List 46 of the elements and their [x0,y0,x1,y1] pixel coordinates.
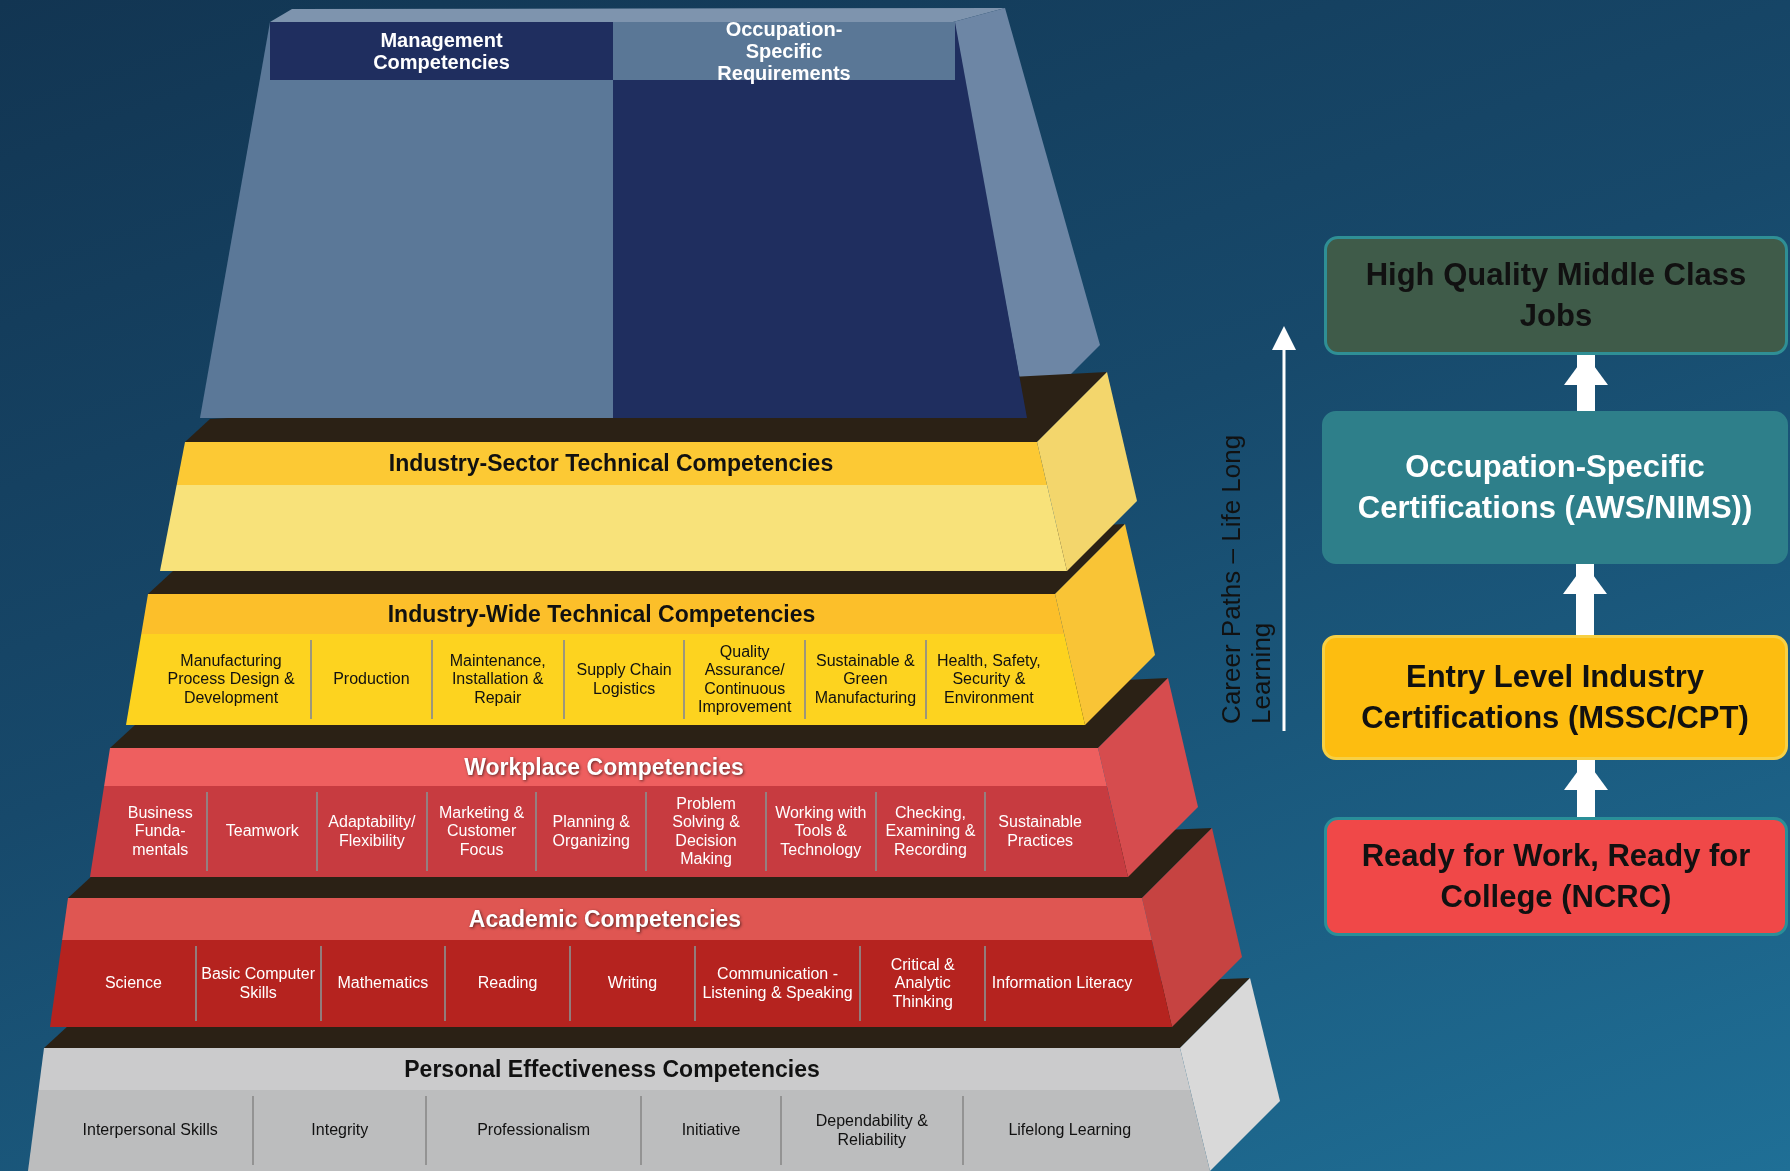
certification-box: Ready for Work, Ready for College (NCRC) [1324,817,1788,936]
competency-cell: Manufacturing Process Design & Development [152,640,311,719]
competency-cell: Maintenance, Installation & Repair [430,640,563,719]
competency-cell: Teamwork [206,792,317,871]
competency-cell: Integrity [252,1096,426,1165]
side-label: Career Paths – Life Long Learning [1217,433,1277,724]
competency-cell: Business Funda- mentals [114,792,207,871]
competency-cell: Interpersonal Skills [48,1096,253,1165]
competency-cell: Checking, Examining & Recording [874,792,985,871]
competency-cell: Mathematics [319,946,445,1021]
tier-heading: Industry-Wide Technical Competencies [386,600,817,629]
competency-cell: Dependability & Reliability [780,1096,962,1165]
certification-box: Entry Level Industry Certifications (MSSC/CPT) [1322,635,1788,760]
competency-cell: Information Literacy [984,946,1139,1021]
competency-cell: Critical & Analytic Thinking [859,946,985,1021]
competency-cell: Professionalism [425,1096,640,1165]
competency-cell: Health, Safety, Security & Environment [924,640,1051,719]
competency-cell: Basic Computer Skills [194,946,320,1021]
competency-cell: Adaptability/ Flexibility [316,792,426,871]
competency-cell: Supply Chain Logistics [562,640,684,719]
competency-cell: Problem Solving & Decision Making [645,792,765,871]
tier-heading: Personal Effectiveness Competencies [403,1055,821,1084]
column-heading: Management Competencies [270,22,613,80]
competency-cell: Production [310,640,431,719]
competency-cell: Marketing & Customer Focus [425,792,536,871]
block-arrow [1564,760,1608,817]
certification-box: High Quality Middle Class Jobs [1324,236,1788,355]
block-arrow [1563,564,1607,635]
competency-cell: Quality Assurance/ Continuous Improvement [683,640,805,719]
competency-column [200,22,613,418]
competency-cell: Writing [569,946,694,1021]
tier-heading: Academic Competencies [467,905,743,934]
certification-box: Occupation-Specific Certifications (AWS/NIMS)) [1322,411,1788,564]
block-arrow [1564,355,1608,411]
competency-cell: Sustainable & Green Manufacturing [804,640,925,719]
tier-heading: Workplace Competencies [463,753,745,782]
competency-cell: Planning & Organizing [535,792,646,871]
competency-cell: Science [72,946,195,1021]
competency-cell: Reading [444,946,569,1021]
competency-cell: Initiative [639,1096,781,1165]
tier-heading: Industry-Sector Technical Competencies [387,449,835,478]
competency-cell: Lifelong Learning [961,1096,1176,1165]
competency-column [613,22,1027,418]
competency-cell: Sustainable Practices [984,792,1094,871]
competency-cell: Working with Tools & Technology [764,792,875,871]
competency-cell: Communication - Listening & Speaking [693,946,860,1021]
